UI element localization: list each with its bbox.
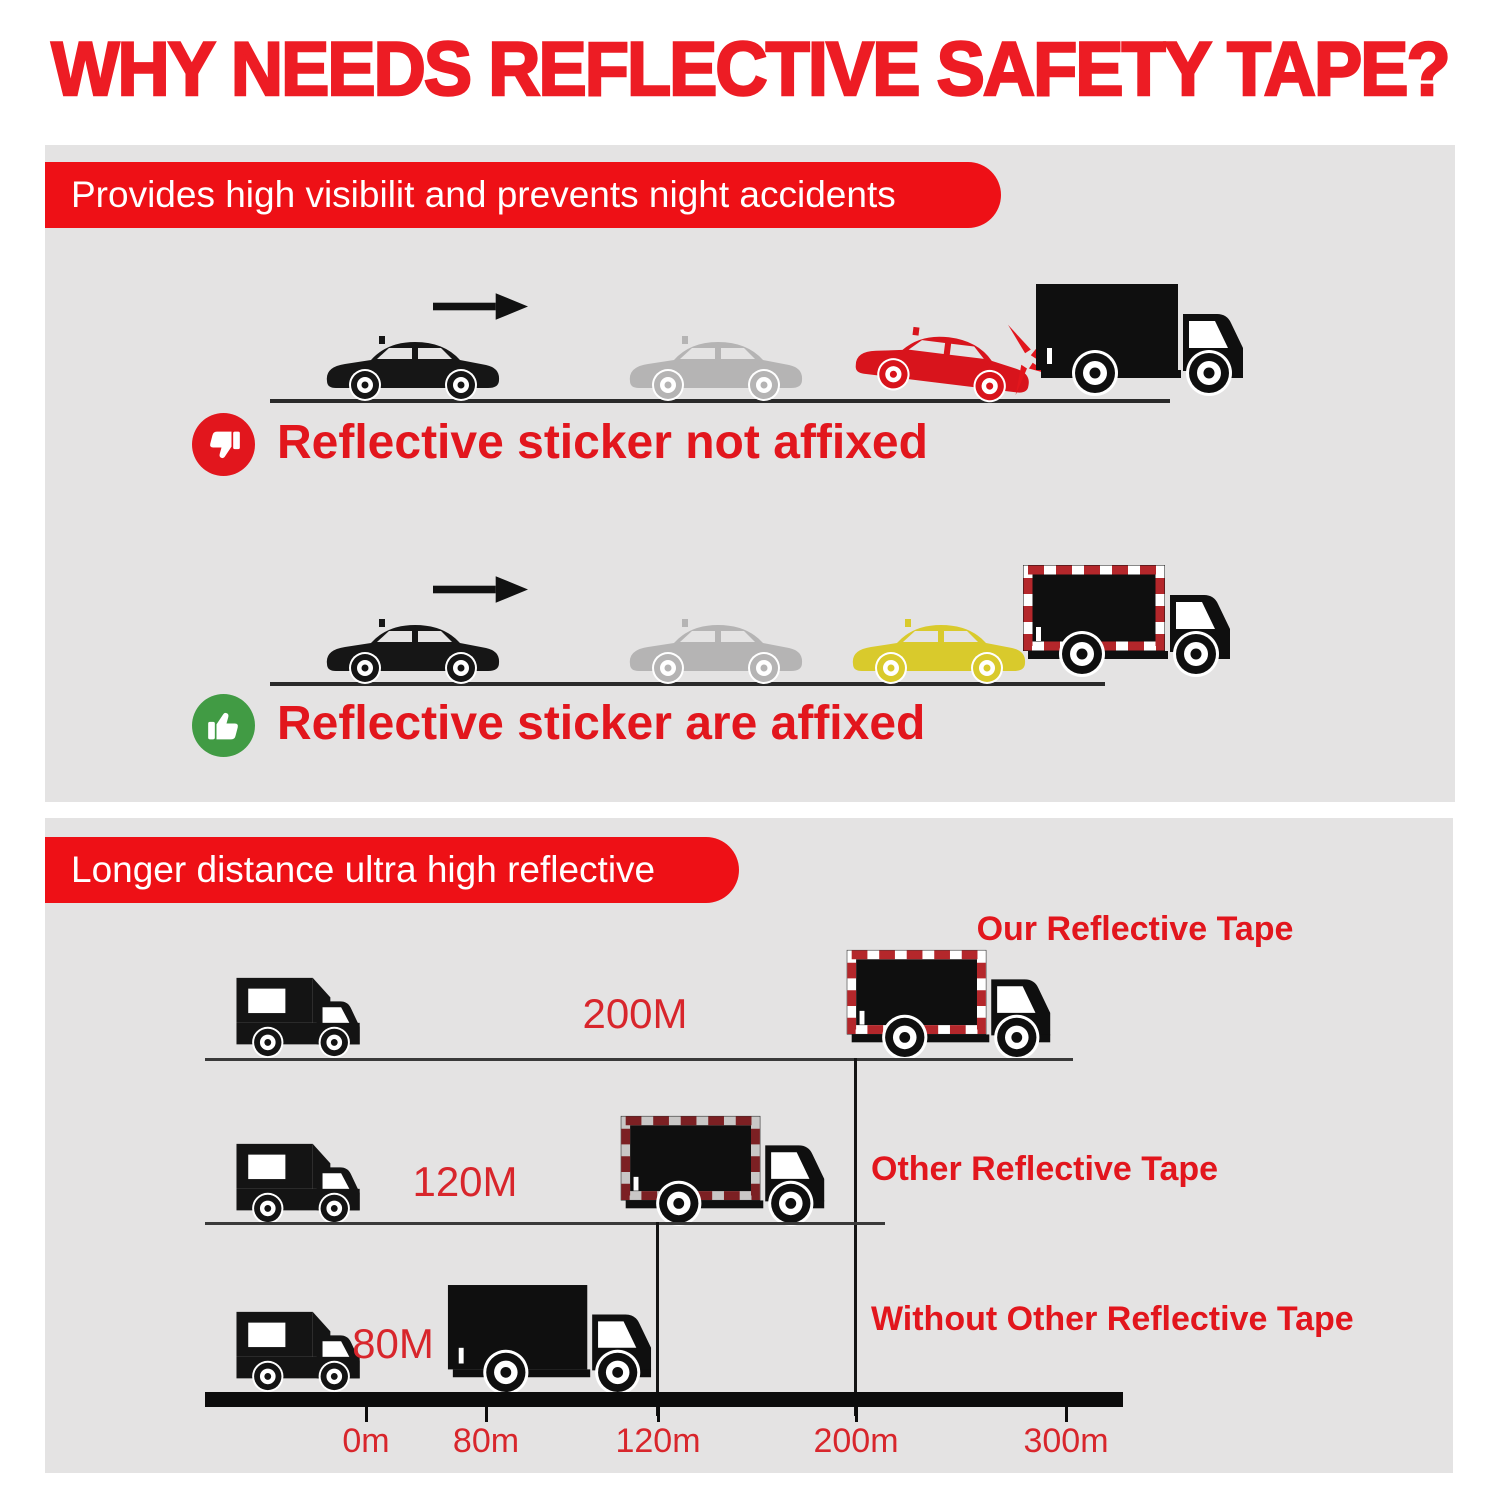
black-car-icon — [317, 327, 507, 403]
black-car-icon — [317, 610, 507, 686]
distance-120m-label: 120M — [412, 1158, 518, 1205]
gray-car-icon — [620, 327, 810, 403]
visibility-banner-label: Provides high visibilit and prevents nig… — [71, 174, 896, 215]
axis-label-300m: 300m — [1023, 1422, 1109, 1460]
scene1-caption: Reflective sticker not affixed — [277, 416, 928, 469]
tick-0m — [365, 1407, 368, 1422]
axis-bar — [205, 1392, 1123, 1407]
yellow-car-icon — [843, 610, 1033, 686]
scene2-road-line — [270, 682, 1105, 686]
distance-banner-label: Longer distance ultra high reflective — [71, 849, 656, 890]
other-tape-label: Other Reflective Tape — [871, 1150, 1219, 1188]
tick-200m — [855, 1407, 858, 1422]
scene2-caption: Reflective sticker are affixed — [277, 697, 926, 750]
axis-label-200m: 200m — [813, 1422, 899, 1460]
page-title: WHY NEEDS REFLECTIVE SAFETY TAPE? — [50, 26, 1452, 114]
distance-80m-label: 80M — [352, 1320, 434, 1367]
axis-label-120m: 120m — [615, 1422, 701, 1460]
tick-80m — [485, 1407, 488, 1422]
tick-300m — [1065, 1407, 1068, 1422]
observer-van-icon — [231, 972, 373, 1060]
row1-ground-line — [205, 1058, 1073, 1061]
truck-our-tape-icon — [843, 946, 1053, 1060]
line-200m — [854, 1058, 857, 1416]
truck-with-tape-icon — [1020, 555, 1232, 683]
thumbs-up-icon — [192, 694, 255, 757]
without-tape-label: Without Other Reflective Tape — [871, 1300, 1354, 1338]
axis-label-80m: 80m — [452, 1422, 520, 1460]
axis-label-0m: 0m — [342, 1422, 390, 1460]
distance-200m-label: 200M — [582, 990, 688, 1037]
arrow-right-icon — [433, 576, 528, 603]
tick-120m — [657, 1407, 660, 1422]
truck-other-tape-icon — [617, 1112, 827, 1226]
distance-banner: Longer distance ultra high reflective — [45, 837, 739, 903]
row2-ground-line — [205, 1222, 885, 1225]
thumbs-down-icon — [192, 413, 255, 476]
our-tape-label: Our Reflective Tape — [976, 910, 1294, 948]
truck-without-tape-icon — [1033, 274, 1245, 402]
scene1-road-line — [270, 399, 1170, 403]
truck-no-tape-icon — [445, 1280, 653, 1396]
arrow-right-icon — [433, 293, 528, 320]
line-120m — [656, 1222, 659, 1416]
distance-panel: Longer distance ultra high reflective Ou… — [45, 818, 1453, 1473]
gray-car-icon — [620, 610, 810, 686]
visibility-banner: Provides high visibilit and prevents nig… — [45, 162, 1001, 228]
visibility-panel: Provides high visibilit and prevents nig… — [45, 145, 1455, 802]
